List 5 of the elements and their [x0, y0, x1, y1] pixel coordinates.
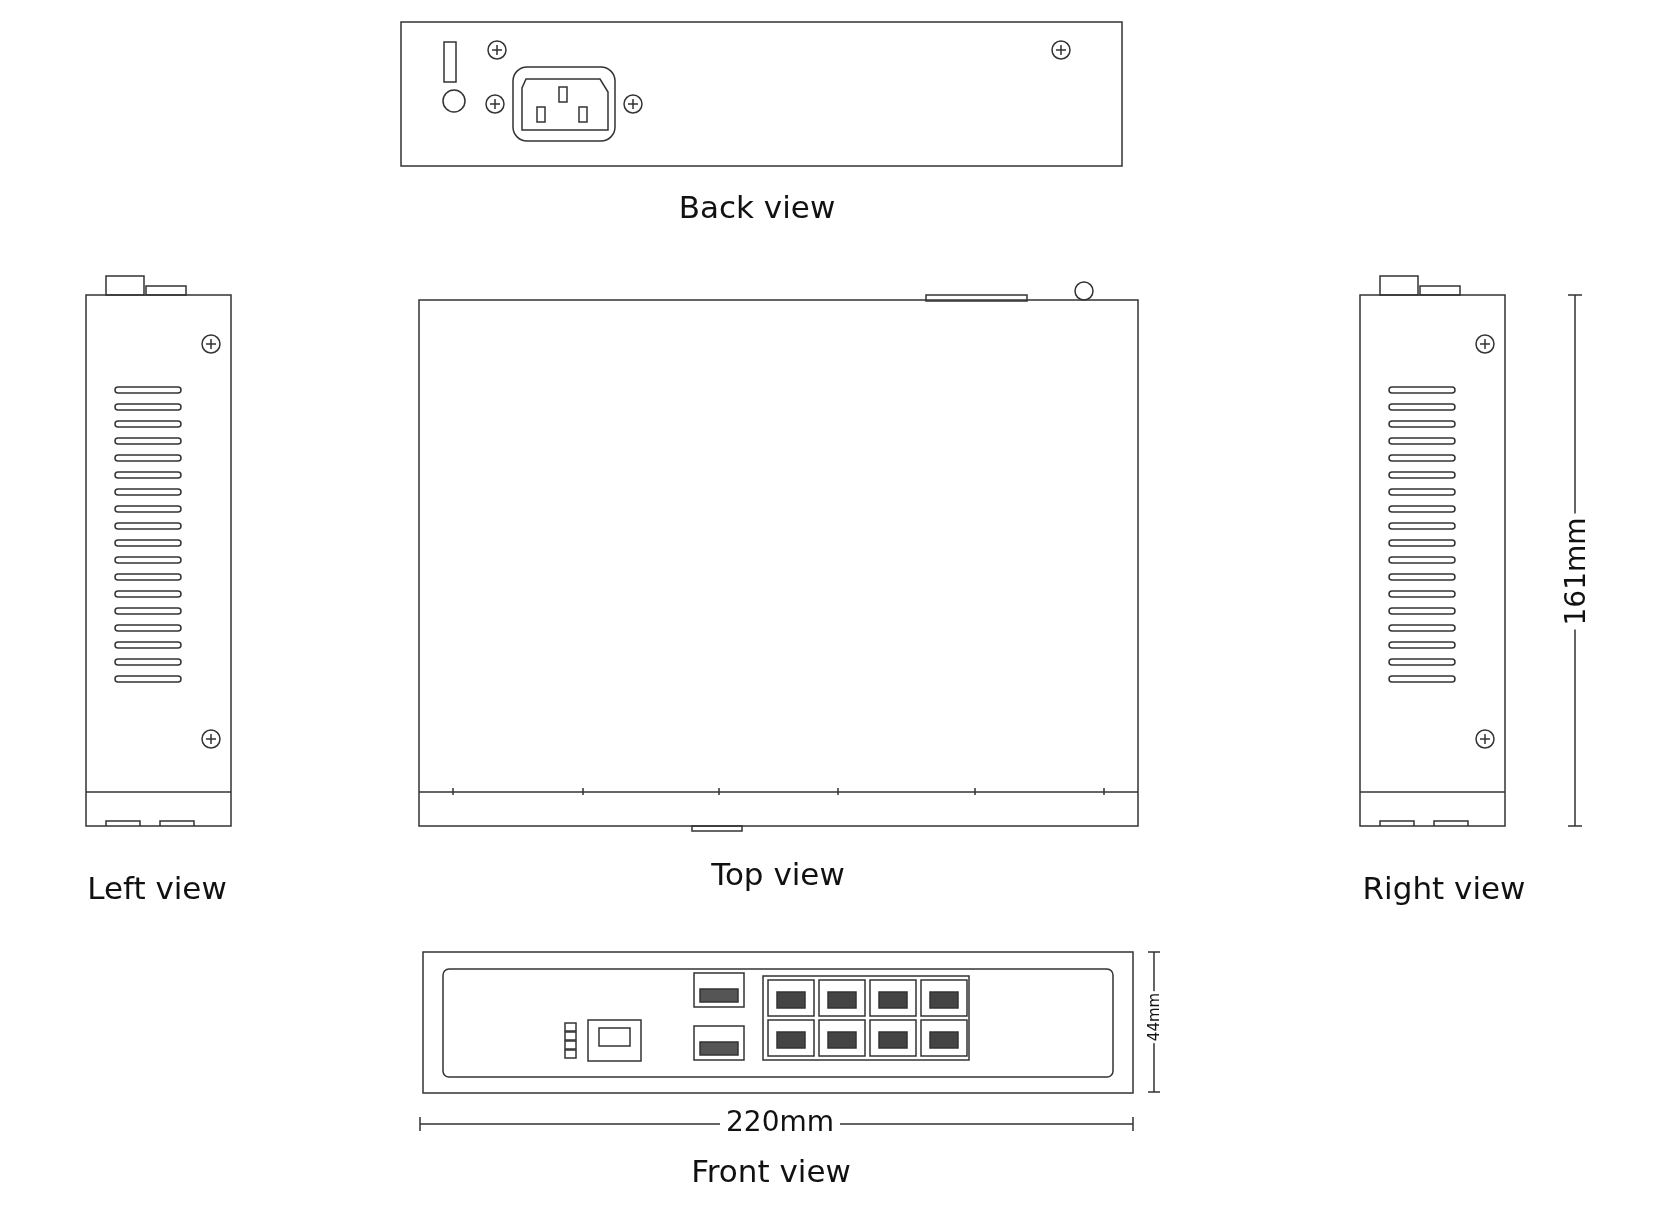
- view-caption: Top view: [711, 856, 845, 892]
- view-caption: Front view: [691, 1153, 851, 1189]
- view-caption: Left view: [87, 870, 227, 906]
- view-caption: Back view: [678, 189, 836, 225]
- view-caption: Right view: [1362, 870, 1526, 906]
